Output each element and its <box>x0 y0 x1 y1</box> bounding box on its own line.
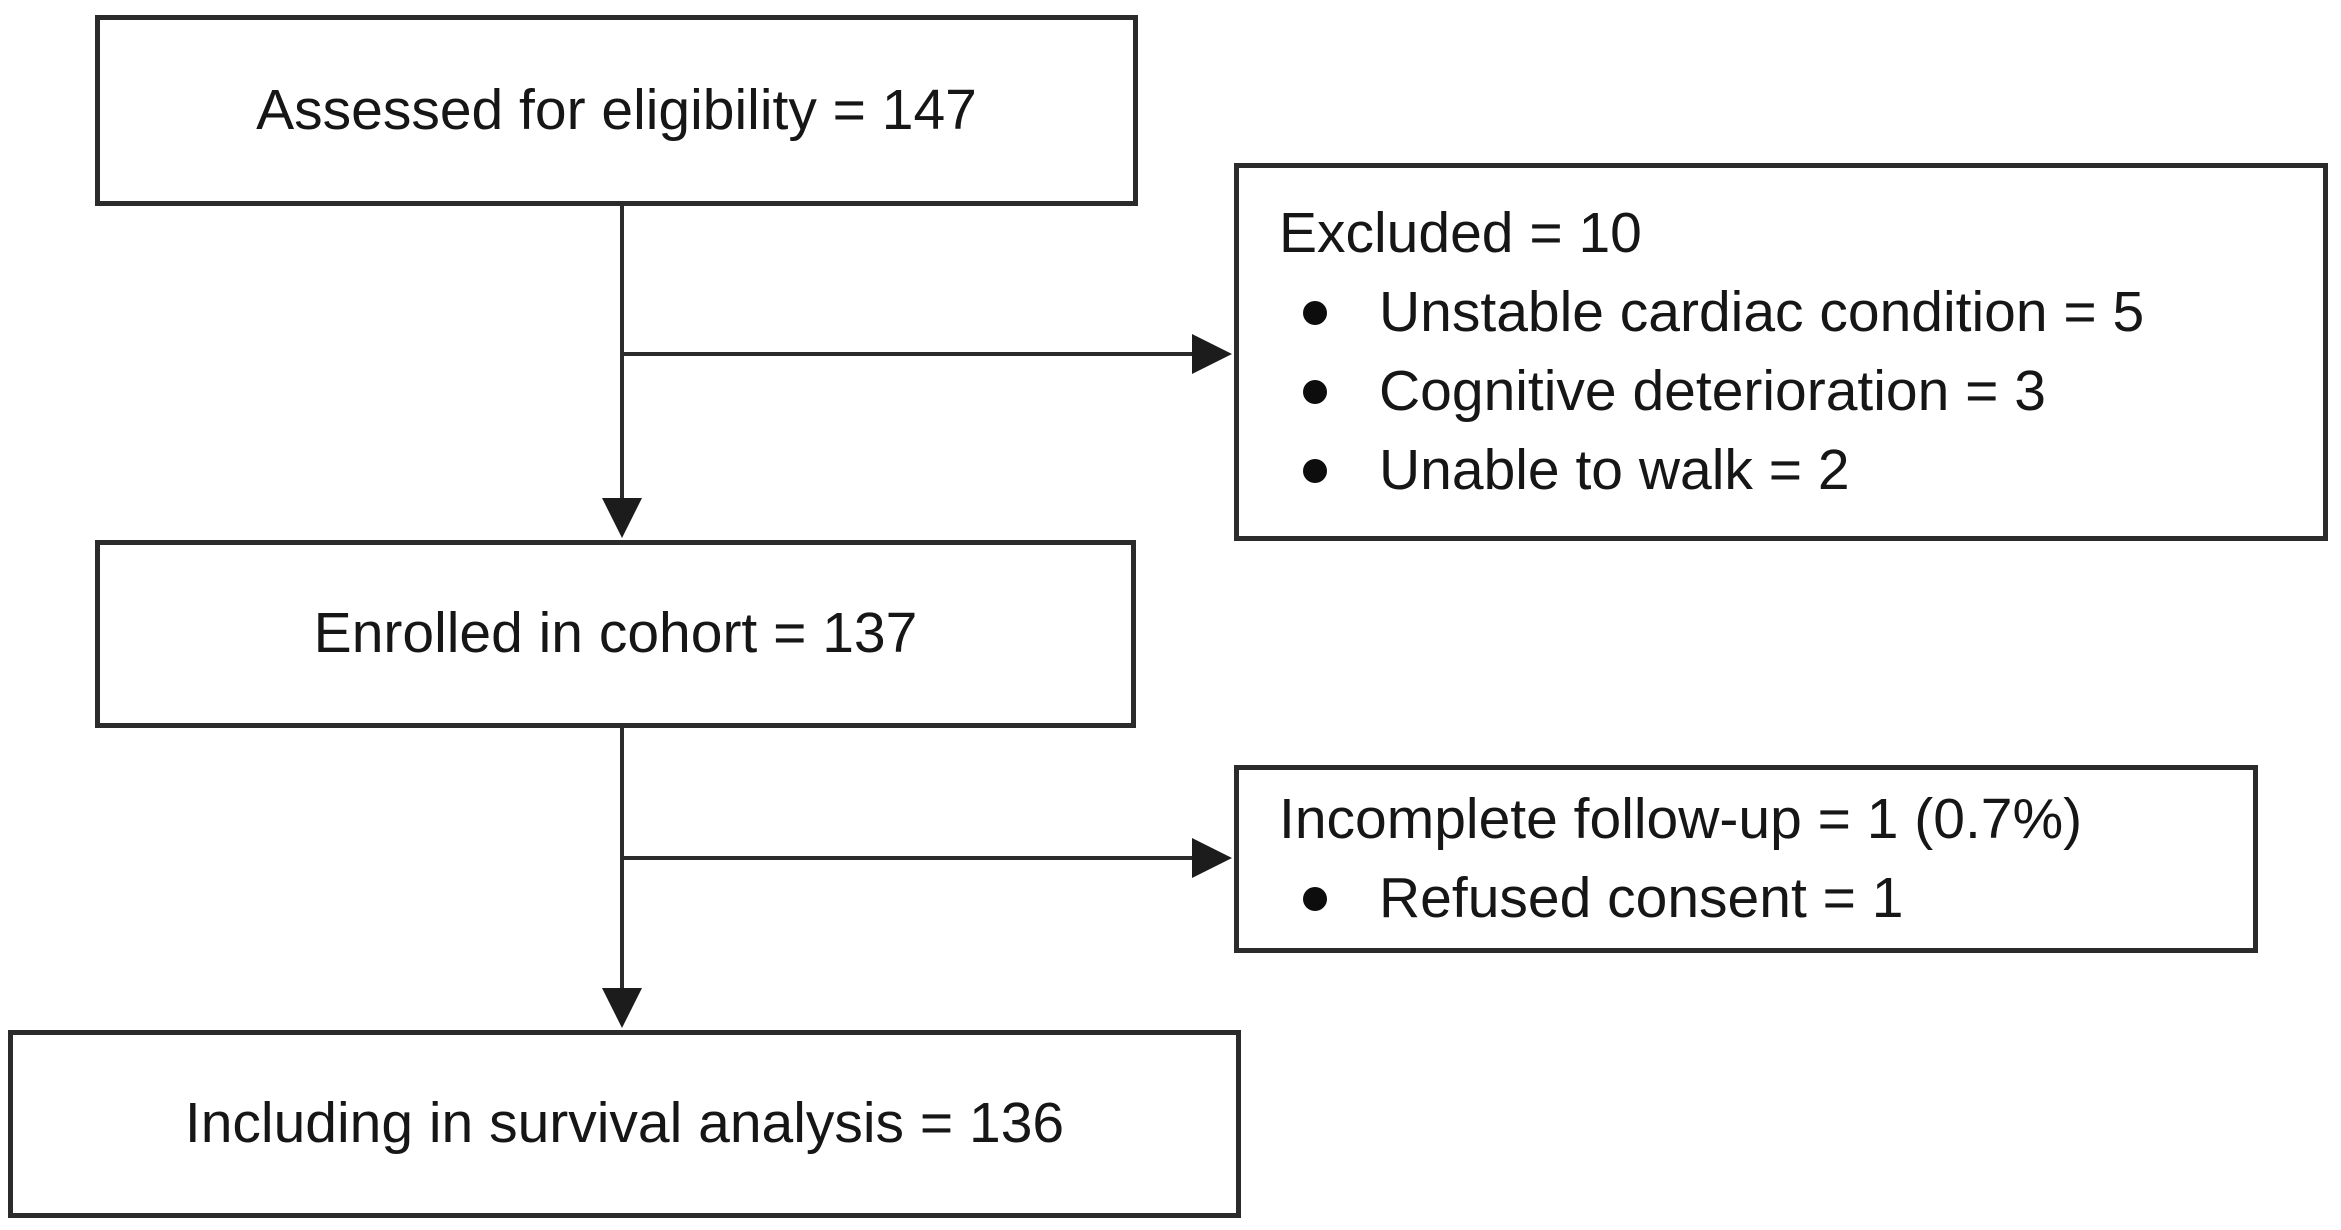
incomplete-reason-list: Refused consent = 1 <box>1279 859 2233 938</box>
bullet-icon <box>1303 379 1327 404</box>
list-item: Unable to walk = 2 <box>1279 431 2303 510</box>
list-item: Refused consent = 1 <box>1279 859 2233 938</box>
arrow-down-icon <box>602 988 642 1028</box>
list-item-text: Refused consent = 1 <box>1379 866 1904 930</box>
node-excluded: Excluded = 10 Unstable cardiac condition… <box>1234 163 2328 541</box>
node-label: Including in survival analysis = 136 <box>184 1091 1065 1156</box>
node-enrolled-in-cohort: Enrolled in cohort = 137 <box>95 540 1136 728</box>
node-survival-analysis: Including in survival analysis = 136 <box>8 1030 1241 1218</box>
bullet-icon <box>1303 300 1327 325</box>
list-item: Cognitive deterioration = 3 <box>1279 352 2303 431</box>
connector-assessed-to-excluded <box>622 352 1194 356</box>
list-item: Unstable cardiac condition = 5 <box>1279 273 2303 352</box>
arrow-right-icon <box>1192 334 1232 374</box>
excluded-reason-list: Unstable cardiac condition = 5 Cognitive… <box>1279 273 2303 510</box>
node-assessed-for-eligibility: Assessed for eligibility = 147 <box>95 15 1138 206</box>
arrow-right-icon <box>1192 838 1232 878</box>
list-item-text: Unstable cardiac condition = 5 <box>1379 280 2145 344</box>
node-label: Assessed for eligibility = 147 <box>256 77 977 142</box>
node-label: Enrolled in cohort = 137 <box>313 601 918 666</box>
bullet-icon <box>1303 458 1327 483</box>
bullet-icon <box>1303 886 1327 911</box>
node-title: Excluded = 10 <box>1279 201 1642 265</box>
node-title: Incomplete follow-up = 1 (0.7%) <box>1279 787 2083 851</box>
node-incomplete-follow-up: Incomplete follow-up = 1 (0.7%) Refused … <box>1234 765 2258 953</box>
list-item-text: Cognitive deterioration = 3 <box>1379 359 2046 423</box>
arrow-down-icon <box>602 498 642 538</box>
connector-enrolled-to-incomplete <box>622 856 1194 860</box>
list-item-text: Unable to walk = 2 <box>1379 438 1850 502</box>
